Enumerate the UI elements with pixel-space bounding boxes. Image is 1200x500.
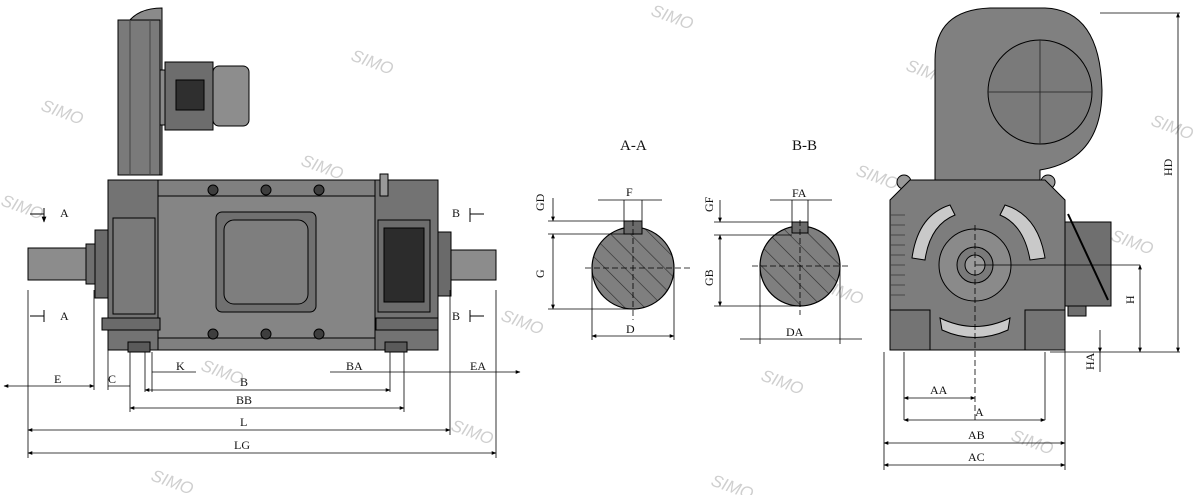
dim-ba: BA (346, 359, 363, 373)
watermark: SIMO (1009, 426, 1056, 459)
watermark: SIMO (649, 1, 696, 34)
dim-h: H (1123, 295, 1137, 304)
section-aa: A-A F GD G D (533, 138, 690, 340)
dim-lg: LG (234, 438, 250, 452)
watermark: SIMO (0, 191, 46, 224)
section-mark-b-bottom: B (452, 309, 460, 323)
dim-da: DA (786, 325, 804, 339)
dim-e: E (54, 372, 61, 386)
dim-fa: FA (792, 186, 807, 200)
watermark: SIMO (854, 161, 901, 194)
dim-a: A (975, 405, 984, 419)
watermark: SIMO (759, 366, 806, 399)
dim-ac: AC (968, 450, 985, 464)
section-bb: B-B FA GF GB DA (702, 138, 862, 344)
section-mark-b-top: B (452, 206, 460, 220)
front-dimension-labels: AA A AB AC H HA HD (930, 158, 1175, 464)
section-markers: A A B B (30, 206, 484, 323)
dim-bb: BB (236, 393, 252, 407)
dim-b: B (240, 375, 248, 389)
side-dimensions (3, 290, 521, 458)
section-title-aa: A-A (620, 138, 647, 154)
dim-k: K (176, 359, 185, 373)
dim-d: D (626, 322, 635, 336)
dim-hd: HD (1161, 158, 1175, 176)
watermark: SIMO (449, 416, 496, 449)
watermark: SIMO (349, 46, 396, 79)
section-mark-a-bottom: A (60, 309, 69, 323)
section-mark-a-top: A (60, 206, 69, 220)
watermark: SIMO (499, 306, 546, 339)
side-dimension-labels: E C K B BA EA BB L LG (54, 359, 486, 452)
dim-g: G (533, 269, 547, 278)
watermark: SIMO (709, 471, 756, 495)
watermark: SIMO (1149, 111, 1196, 144)
watermark: SIMO (299, 151, 346, 184)
watermark: SIMO (149, 466, 196, 495)
dim-ha: HA (1083, 352, 1097, 370)
dim-gf: GF (702, 196, 716, 212)
dim-ab: AB (968, 428, 985, 442)
watermark: SIMO (39, 96, 86, 129)
dim-l: L (240, 415, 247, 429)
dim-c: C (108, 372, 116, 386)
watermark: SIMO (199, 356, 246, 389)
dim-gb: GB (702, 269, 716, 286)
front-dimensions (883, 12, 1180, 470)
side-view (27, 7, 497, 353)
dim-gd: GD (533, 193, 547, 211)
watermark: SIMO (1109, 226, 1156, 259)
dim-f: F (626, 185, 633, 199)
section-title-bb: B-B (792, 138, 817, 154)
dim-ea: EA (470, 359, 486, 373)
front-view (889, 7, 1112, 351)
dim-aa: AA (930, 383, 948, 397)
